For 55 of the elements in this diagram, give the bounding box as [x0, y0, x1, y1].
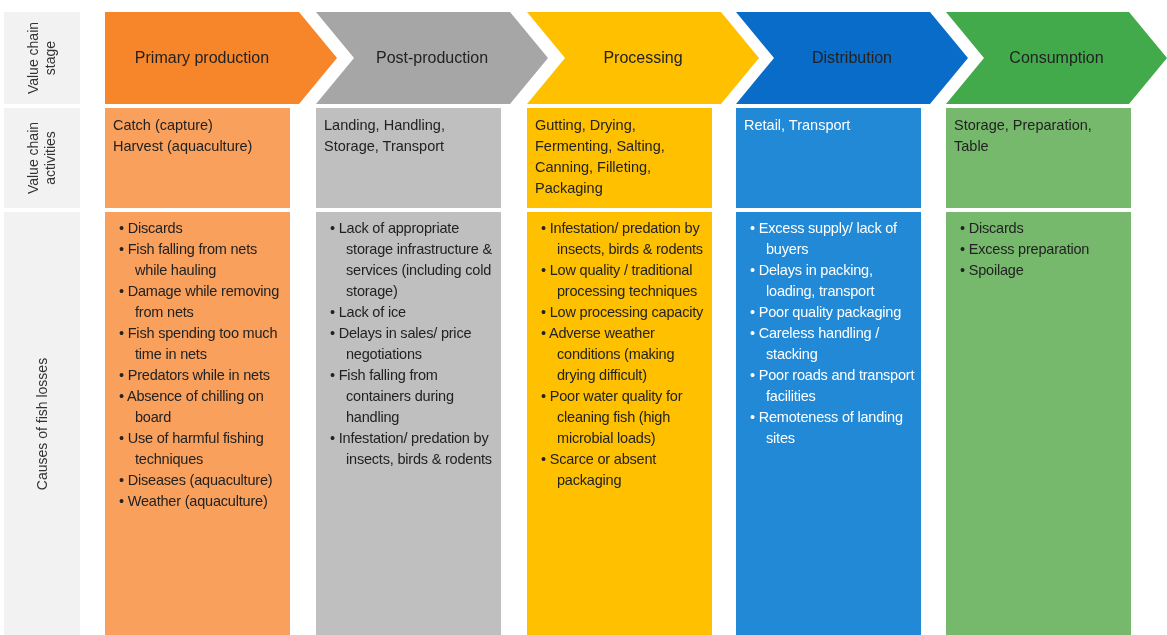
bullet-item: • Use of harmful fishing techniques — [119, 429, 265, 469]
stage-label: Consumption — [1008, 48, 1105, 68]
bullet-item: • Spoilage — [960, 261, 1025, 280]
bullet-item: • Poor quality packaging — [750, 303, 902, 322]
row-header-label: Value chain stage — [25, 20, 59, 97]
bullet-item: • Remoteness of landing sites — [750, 408, 904, 448]
causes-panel — [105, 212, 290, 635]
causes-panel — [946, 212, 1131, 635]
bullet-item: • Adverse weather conditions (making drying difficult) — [541, 324, 676, 385]
activity-text: Storage, Preparation, Table — [954, 116, 1093, 156]
activity-panel — [946, 108, 1131, 208]
bullet-item: • Poor roads and transport facilities — [750, 366, 915, 406]
bullet-item: • Low quality / traditional processing techniques — [541, 261, 699, 301]
bullet-item: • Fish falling from nets while hauling — [119, 240, 259, 280]
stage-label: Primary production — [133, 48, 271, 68]
bullet-item: • Fish falling from containers during handling — [330, 366, 455, 427]
bullet-item: • Absence of chilling on board — [119, 387, 265, 427]
bullet-item: • Infestation/ predation by insects, birds & rodents — [330, 429, 493, 469]
bullet-item: • Discards — [960, 219, 1025, 238]
activity-text: Harvest (aquaculture) — [113, 137, 254, 156]
bullet-item: • Excess preparation — [960, 240, 1091, 259]
bullet-item: • Delays in packing, loading, transport — [750, 261, 876, 301]
bullet-item: • Low processing capacity — [541, 303, 705, 322]
activity-text: Landing, Handling, Storage, Transport — [324, 116, 446, 156]
row-header-label: Value chain activities — [25, 120, 59, 197]
bullet-item: • Infestation/ predation by insects, birds & rodents — [541, 219, 704, 259]
activity-panel — [105, 108, 290, 208]
bullet-item: • Scarce or absent packaging — [541, 450, 658, 490]
bullet-item: • Damage while removing from nets — [119, 282, 281, 322]
causes-panel — [527, 212, 712, 635]
bullet-item: • Discards — [119, 219, 184, 238]
bullet-item: • Weather (aquaculture) — [119, 492, 269, 511]
bullet-item: • Lack of ice — [330, 303, 407, 322]
activity-panel — [527, 108, 712, 208]
stage-label: Post-production — [374, 48, 490, 68]
bullet-item: • Fish spending too much time in nets — [119, 324, 279, 364]
bullet-item: • Diseases (aquaculture) — [119, 471, 274, 490]
bullet-item: • Poor water quality for cleaning fish (high microbial loads) — [541, 387, 684, 448]
row-header-label: Causes of fish losses — [33, 357, 51, 490]
bullet-item: • Excess supply/ lack of buyers — [750, 219, 898, 259]
activity-text: Retail, Transport — [744, 116, 852, 135]
stage-banner — [946, 12, 1167, 104]
activity-panel — [736, 108, 921, 208]
stage-label: Processing — [602, 48, 684, 68]
causes-panel — [736, 212, 921, 635]
causes-panel — [316, 212, 501, 635]
stage-label: Distribution — [811, 48, 893, 68]
activity-panel — [316, 108, 501, 208]
activity-text: Gutting, Drying, Fermenting, Salting, Canning, Filleting, Packaging — [535, 116, 666, 198]
bullet-item: • Predators while in nets — [119, 366, 271, 385]
bullet-item: • Delays in sales/ price negotiations — [330, 324, 473, 364]
bullet-item: • Careless handling / stacking — [750, 324, 881, 364]
bullet-item: • Lack of appropriate storage infrastructure & services (including cold storage) — [330, 219, 493, 301]
activity-text: Catch (capture) — [113, 116, 214, 135]
stage-banner — [105, 12, 337, 104]
